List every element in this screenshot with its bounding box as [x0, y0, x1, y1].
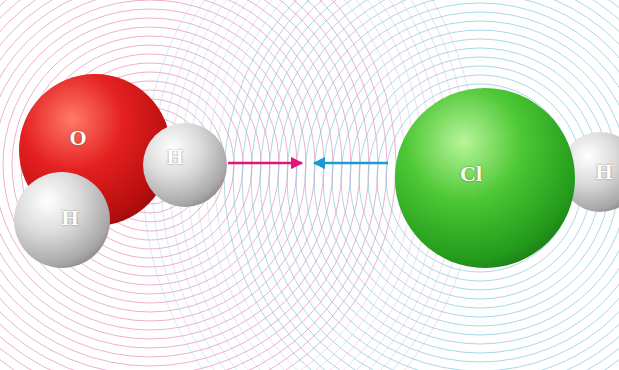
field-arc — [296, 0, 619, 362]
field-arc — [0, 0, 441, 370]
field-arc — [287, 0, 619, 370]
field-arc — [0, 0, 360, 370]
field-arc — [0, 0, 378, 370]
field-arc — [242, 0, 619, 370]
field-arc — [197, 0, 619, 370]
field-arc — [350, 48, 610, 308]
field-arc — [386, 84, 574, 272]
field-arc — [377, 75, 583, 281]
field-arc — [0, 0, 432, 370]
field-arc — [215, 0, 619, 370]
atom-symbol: H — [166, 146, 183, 168]
field-arc — [161, 0, 619, 370]
field-arc — [179, 0, 619, 370]
field-arc — [260, 0, 619, 370]
hydrogen-atom: H — [14, 172, 110, 268]
field-arc — [0, 0, 396, 370]
field-arc — [12, 27, 288, 303]
field-arc — [3, 18, 297, 312]
dipole-field-arcs — [143, 0, 619, 370]
field-arc — [188, 0, 619, 370]
field-arc — [359, 57, 601, 299]
field-arc — [0, 0, 342, 357]
field-arc — [0, 0, 414, 370]
field-arc — [323, 21, 619, 335]
attraction-arrow — [314, 162, 388, 165]
field-arc — [152, 0, 619, 370]
atom-symbol: H — [595, 161, 612, 183]
field-arc — [368, 66, 592, 290]
attraction-arrow — [228, 162, 302, 165]
field-arc — [170, 0, 619, 370]
field-arc — [0, 0, 459, 370]
field-arc — [143, 0, 619, 370]
field-arc — [206, 0, 619, 370]
hydrogen-atom: H — [143, 123, 227, 207]
field-arc — [224, 0, 619, 370]
field-arc — [251, 0, 619, 370]
atom-symbol: Cl — [460, 163, 482, 185]
atom-symbol: H — [61, 207, 78, 229]
field-arc — [0, 0, 315, 330]
field-arc — [233, 0, 619, 370]
chlorine-atom: Cl — [395, 88, 575, 268]
field-arc — [269, 0, 619, 370]
field-arc — [314, 12, 619, 344]
field-arc — [0, 0, 387, 370]
atom-symbol: O — [69, 127, 86, 149]
field-arc — [278, 0, 619, 370]
field-arc — [305, 3, 619, 353]
